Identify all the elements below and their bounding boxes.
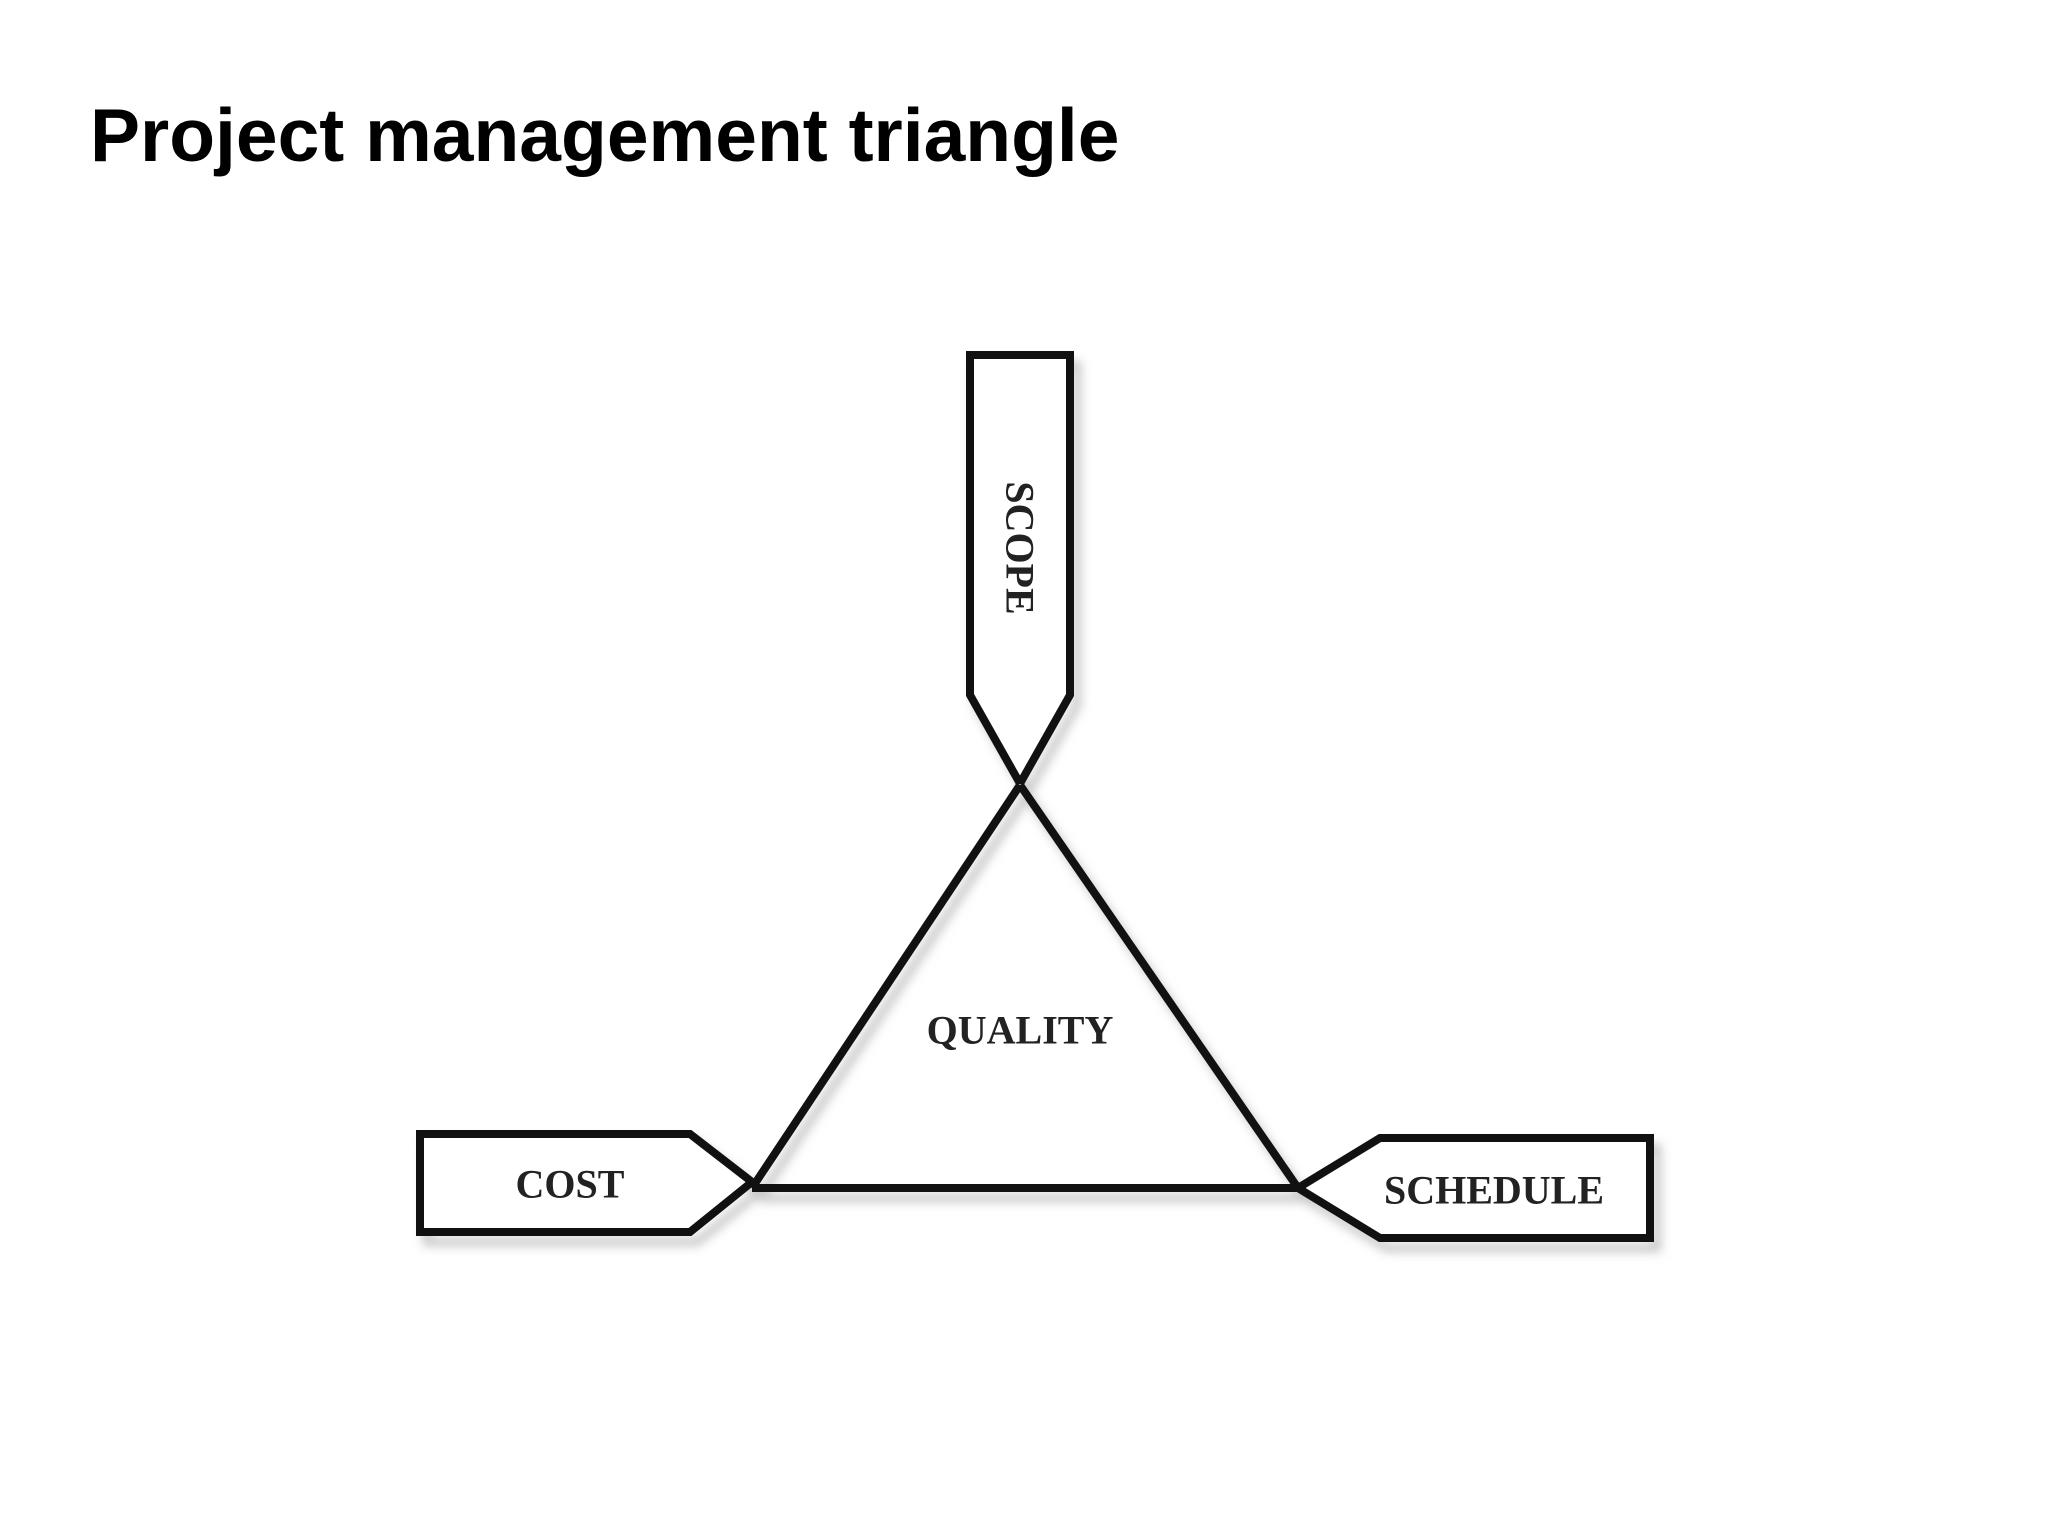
page-title: Project management triangle	[90, 93, 1120, 177]
schedule-box	[1290, 1134, 1654, 1242]
quality-label: QUALITY	[927, 1008, 1114, 1053]
schedule-label: SCHEDULE	[1384, 1168, 1604, 1213]
triangle-right-side	[1016, 782, 1302, 1191]
cost-label: COST	[516, 1162, 625, 1207]
scope-box	[966, 351, 1074, 784]
scope-label: SCOPE	[998, 481, 1043, 614]
triangle-left-side	[748, 782, 1024, 1191]
cost-box	[416, 1130, 759, 1236]
